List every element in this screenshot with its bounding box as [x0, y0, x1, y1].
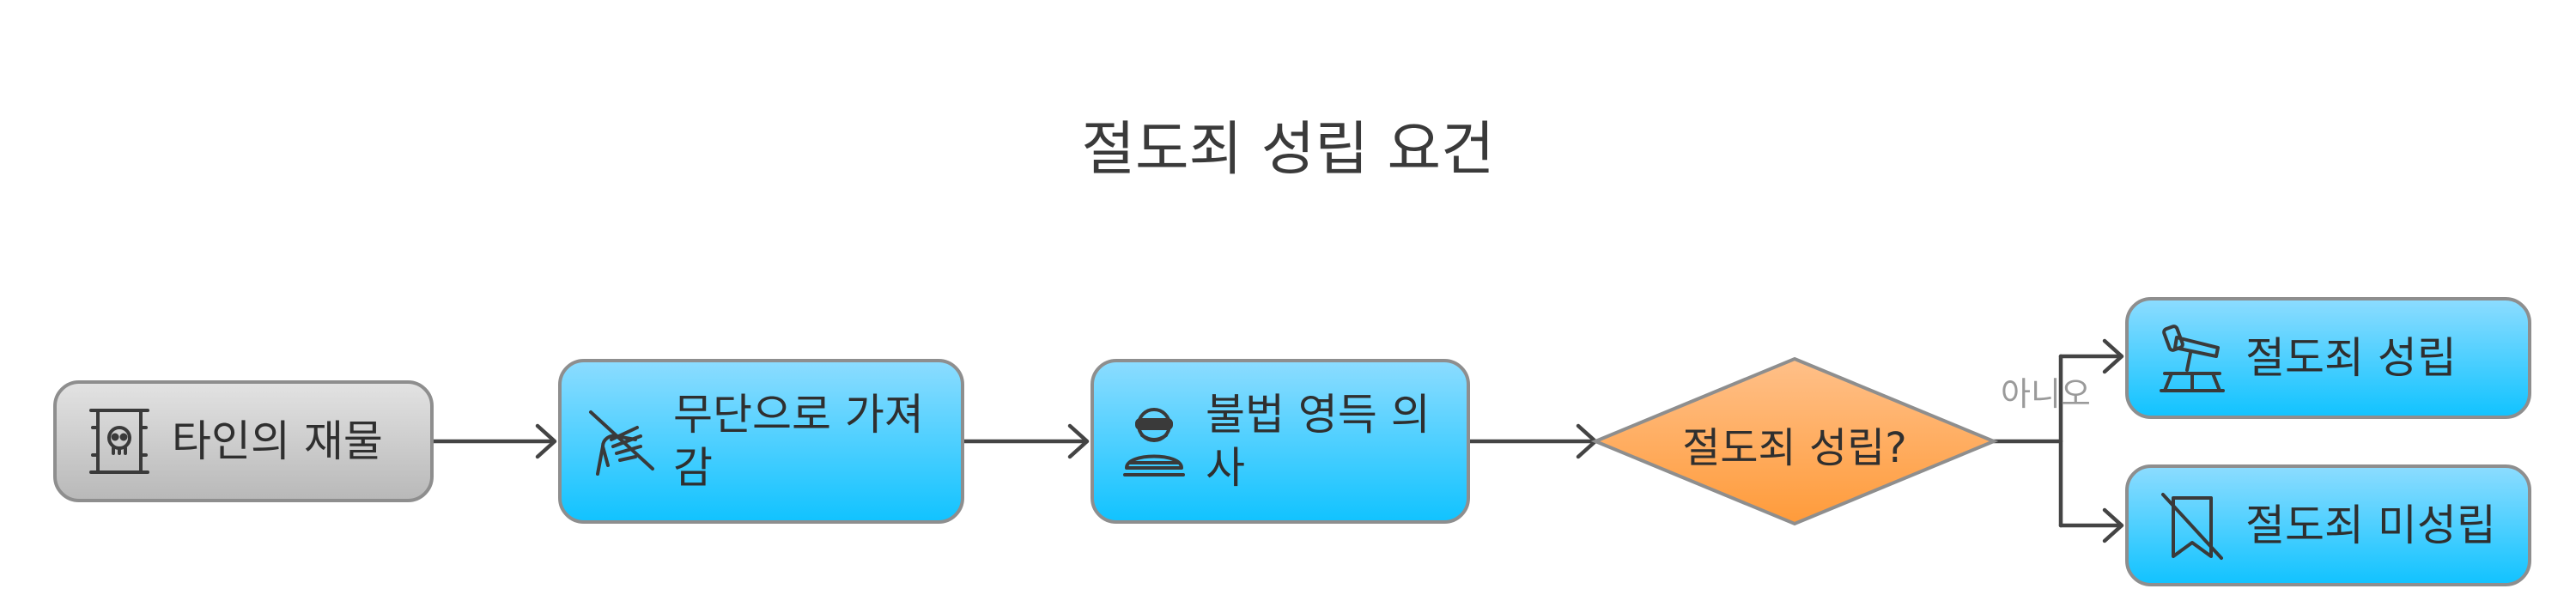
property-label: 타인의 재물 — [172, 416, 383, 466]
established-label: 절도죄 성립 — [2245, 333, 2457, 383]
not-established-label: 절도죄 미성립 — [2245, 501, 2496, 550]
not-established-node[interactable]: 절도죄 미성립 — [2125, 464, 2531, 586]
decision-node[interactable] — [1590, 356, 1999, 526]
diagram-title: 절도죄 성립 요건 — [1081, 116, 1495, 184]
take-label: 무단으로 가져 감 — [673, 390, 924, 493]
intent-node[interactable]: 불법 영득 의 사 — [1091, 359, 1470, 524]
intent-label: 불법 영득 의 사 — [1206, 390, 1431, 493]
arrowhead-intent — [1067, 423, 1090, 459]
grabbing-hand-icon — [589, 410, 654, 476]
skull-barrel-icon — [89, 409, 149, 474]
property-node[interactable]: 타인의 재물 — [53, 380, 434, 502]
decision-label: 절도죄 성립? — [1682, 424, 1907, 472]
arrowhead-take — [535, 423, 557, 459]
established-node[interactable]: 절도죄 성립 — [2125, 297, 2531, 419]
arrowhead-established — [2102, 338, 2124, 374]
thief-icon — [1123, 408, 1185, 476]
take-node[interactable]: 무단으로 가져 감 — [558, 359, 964, 524]
arrowhead-not-established — [2102, 507, 2124, 543]
bookmark-off-icon — [2161, 493, 2223, 560]
gavel-icon — [2160, 325, 2225, 392]
edge-label-no: 아니오 — [2001, 375, 2091, 413]
